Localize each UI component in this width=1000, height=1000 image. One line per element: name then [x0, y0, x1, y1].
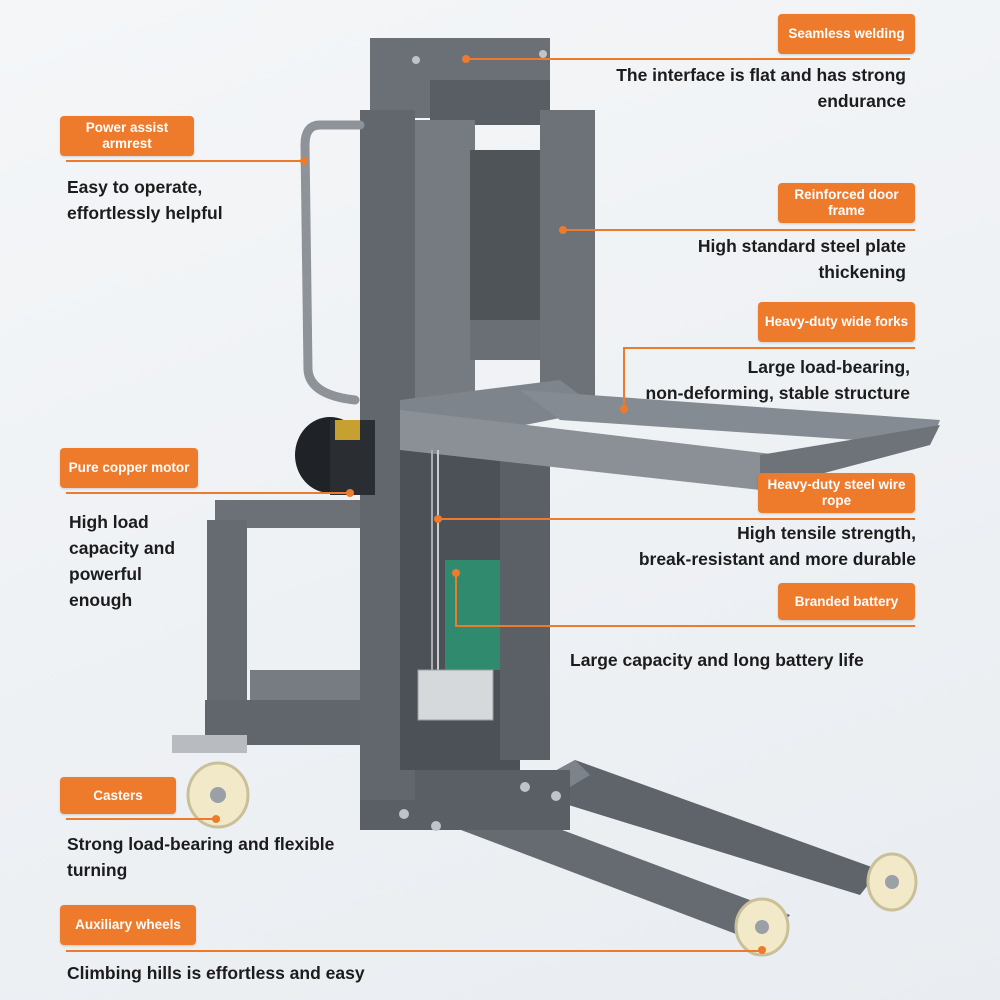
tag-door-frame: Reinforced door frame [778, 183, 915, 223]
desc-door-frame: High standard steel plate thickening [697, 236, 906, 282]
leader-dot [559, 226, 567, 234]
pulley-bracket [417, 669, 494, 721]
leader-dot [758, 946, 766, 954]
leader-casters [66, 818, 216, 820]
tag-copper-motor: Pure copper motor [60, 448, 198, 488]
bolt [551, 791, 561, 801]
bolt [539, 50, 547, 58]
bolt [399, 809, 409, 819]
desc-battery: Large capacity and long battery life [570, 650, 864, 670]
leader-dot [346, 489, 354, 497]
battery-box [445, 560, 500, 670]
desc-seamless-welding: The interface is flat and has strong end… [616, 65, 906, 111]
rear-frame-post [207, 520, 247, 720]
leader-motor [66, 492, 352, 494]
leader-forks [623, 347, 915, 349]
assist-handle [300, 120, 365, 405]
leader-battery [455, 625, 915, 627]
leader-rope [438, 518, 915, 520]
mast-inner-channel [470, 150, 540, 330]
leader-dot [452, 569, 460, 577]
leader-dot [212, 815, 220, 823]
aux-wheel-right-hub [885, 875, 899, 889]
leader-dot [462, 55, 470, 63]
leader-forks-drop [623, 347, 625, 407]
desc-wire-rope: High tensile strength, break-resistant a… [638, 523, 916, 569]
bolt [520, 782, 530, 792]
leader-assist [66, 160, 306, 162]
base-leg-right [520, 760, 880, 895]
mast-top-slot [430, 80, 550, 125]
caster-bracket [172, 735, 247, 753]
leader-dot [300, 157, 308, 165]
mast-right-column [540, 110, 595, 410]
tag-casters: Casters [60, 777, 176, 814]
tag-seamless-welding: Seamless welding [778, 14, 915, 54]
rear-frame-inner [250, 670, 370, 700]
desc-wide-forks: Large load-bearing, non-deforming, stabl… [645, 357, 910, 403]
motor-label [335, 420, 360, 440]
tag-wide-forks: Heavy-duty wide forks [758, 302, 915, 342]
mast-crossbar [470, 320, 540, 360]
tag-wire-rope: Heavy-duty steel wire rope [758, 473, 915, 513]
tag-aux-wheels: Auxiliary wheels [60, 905, 196, 945]
tag-battery: Branded battery [778, 583, 915, 620]
leader-frame [563, 229, 915, 231]
desc-power-assist: Easy to operate, effortlessly helpful [67, 177, 223, 223]
fork-right [520, 390, 940, 445]
leader-dot [434, 515, 442, 523]
desc-copper-motor: High load capacity and powerful enough [69, 512, 176, 610]
leader-aux [66, 950, 762, 952]
tag-power-assist: Power assist armrest [60, 116, 194, 156]
leader-battery-rise [455, 573, 457, 627]
fork-left [400, 410, 780, 490]
caster-hub [210, 787, 226, 803]
bolt [431, 821, 441, 831]
leader-dot [620, 405, 628, 413]
bolt [412, 56, 420, 64]
desc-casters: Strong load-bearing and flexible turning [67, 834, 335, 880]
mast-lower-right [500, 440, 550, 760]
desc-aux-wheels: Climbing hills is effortless and easy [67, 963, 365, 983]
aux-wheel-left-hub [755, 920, 769, 934]
leader-seamless [466, 58, 910, 60]
